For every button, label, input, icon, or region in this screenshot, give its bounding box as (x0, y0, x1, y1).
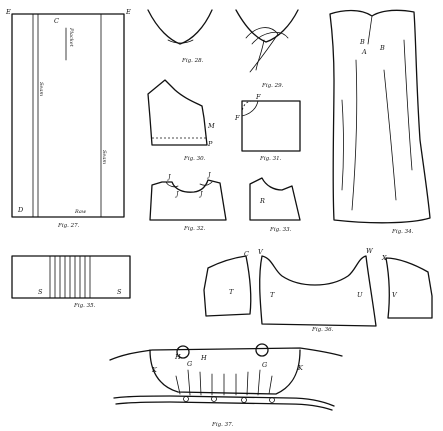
fig28-facing (167, 39, 194, 44)
fig35-caption: Fig. 35. (73, 303, 96, 309)
fig28-neck-outline (147, 9, 213, 45)
fig31-label-f-top: F (255, 93, 261, 101)
fig29-caption: Fig. 29. (261, 83, 284, 89)
fig34-caption: Fig. 34. (391, 229, 414, 235)
fig37-label-g-left: G (187, 360, 192, 368)
fig37-label-k-right: K (297, 364, 304, 372)
fig37-bodice (149, 349, 301, 395)
fig37-bottom-band-2 (115, 401, 333, 411)
fig-37: H H G G K K Fig. 37. (109, 343, 343, 428)
fig-29: Fig. 29. (235, 9, 299, 89)
fig-31: F F Fig. 31. (234, 93, 301, 162)
fig34-fold-4 (341, 99, 344, 191)
fig36-left-sleeve (203, 255, 252, 317)
fig33-bodice (249, 177, 301, 221)
fig-28: Fig. 28. (147, 9, 213, 64)
fig36-right-sleeve (385, 257, 433, 319)
fig-35: S S Fig. 35. (11, 255, 131, 309)
fig36-label-c: C (244, 250, 249, 258)
fig27-label-e-right: E (125, 8, 131, 16)
fig27-word-raw: Raw (74, 209, 87, 215)
fig34-label-a: A (361, 48, 367, 56)
fig37-caption: Fig. 37. (211, 422, 234, 428)
fig-33: R Fig. 33. (249, 177, 301, 233)
fig36-label-v-sleeve: V (392, 291, 398, 299)
fig37-buttons (183, 396, 275, 403)
fig32-label-j3: J (174, 190, 179, 198)
fig27-label-c: C (54, 17, 59, 25)
fig30-caption: Fig. 30. (183, 156, 206, 162)
fig37-loop-left (176, 345, 190, 359)
fig27-label-e-left: E (5, 8, 11, 16)
fig37-loop-right (255, 343, 269, 357)
fig-27: E E D C Placket Seam Seam Raw Fig. 27. (5, 8, 131, 229)
fig32-bodice (149, 179, 227, 221)
fig36-label-v: V (258, 248, 264, 256)
fig35-label-s-left: S (38, 288, 43, 296)
fig37-bottom-band (113, 395, 335, 407)
fig34-dress (329, 9, 431, 224)
fig37-label-g-right: G (262, 361, 267, 369)
fig37-top-cord (109, 347, 343, 361)
fig36-label-t-right: T (270, 291, 275, 299)
fig30-bodice (147, 79, 208, 146)
fig27-caption: Fig. 27. (57, 223, 80, 229)
fig27-label-d: D (17, 206, 24, 214)
fig36-label-u: U (357, 291, 363, 299)
fig27-word-placket: Placket (68, 27, 74, 48)
fig27-panel (11, 13, 125, 218)
fig31-caption: Fig. 31. (259, 156, 282, 162)
fig32-label-j1: J (166, 173, 171, 181)
fig32-dart-left (165, 181, 179, 188)
fig29-tie-3 (255, 39, 265, 71)
fig29-neck-outline (235, 9, 299, 43)
fig-32: J J J J Fig. 32. (149, 171, 227, 232)
fig37-gathers (175, 369, 273, 396)
fig35-pleats (49, 255, 91, 299)
fig31-label-f-left: F (234, 114, 240, 122)
fig28-caption: Fig. 28. (181, 58, 204, 64)
fig31-square (241, 100, 301, 152)
fig27-word-seam-left: Seam (38, 82, 44, 96)
fig36-label-t-left: T (229, 288, 234, 296)
fig32-caption: Fig. 32. (183, 226, 206, 232)
fig34-neck-slit (367, 15, 373, 45)
fig33-label-r: R (259, 197, 265, 205)
fig34-fold-2 (383, 69, 397, 201)
fig34-fold-3 (403, 39, 413, 171)
fig30-label-m: M (207, 122, 215, 130)
fig32-dart-right (199, 181, 213, 186)
fig-30: M P Fig. 30. (147, 79, 215, 162)
fig34-fold-1 (351, 59, 358, 211)
fig31-arc-dash (241, 100, 253, 114)
fig36-label-w: W (366, 247, 374, 255)
fig35-panel (11, 255, 131, 299)
fig36-label-x: X (381, 254, 387, 262)
fig34-label-b2: B (379, 44, 385, 52)
fig32-label-j2: J (206, 171, 211, 179)
fig29-tie-2 (251, 31, 289, 45)
fig37-label-k-left: K (151, 366, 158, 374)
fig35-label-s-right: S (117, 288, 122, 296)
fig31-arc (241, 100, 259, 117)
fig37-label-h-right: H (200, 354, 207, 362)
fig34-label-b1: B (359, 38, 365, 46)
fig37-label-h-left: H (174, 353, 181, 361)
fig30-label-p: P (207, 140, 213, 148)
fig33-caption: Fig. 33. (269, 227, 292, 233)
fig-36: C V W X T T U V Fig. 36. (203, 247, 433, 333)
fig32-label-j4: J (198, 190, 203, 198)
fig36-yoke (259, 255, 377, 327)
fig27-word-seam-right: Seam (101, 150, 107, 164)
fig36-caption: Fig. 36. (311, 327, 334, 333)
fig-34: A B B Fig. 34. (329, 9, 431, 235)
